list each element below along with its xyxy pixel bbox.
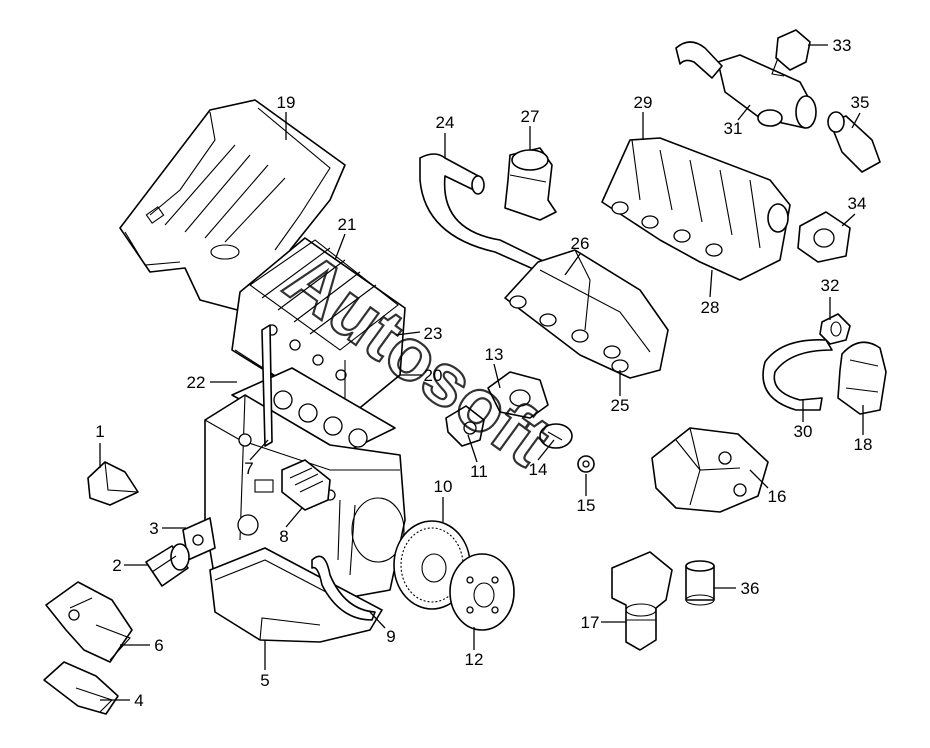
coolant-housing[interactable] (651, 427, 769, 513)
oil-pipe[interactable] (311, 555, 376, 621)
callout-1: 1 (95, 422, 104, 441)
callout-12: 12 (465, 650, 484, 669)
callout-13: 13 (485, 345, 504, 364)
oil-pump[interactable] (45, 581, 133, 663)
callout-36: 36 (741, 579, 760, 598)
boost-sensor[interactable] (771, 29, 811, 77)
egr-pipe[interactable] (419, 153, 546, 273)
intake-manifold[interactable] (601, 137, 791, 281)
callout-10: 10 (434, 477, 453, 496)
callout-31: 31 (724, 119, 743, 138)
callout-21: 21 (338, 215, 357, 234)
temperature-sensor[interactable] (577, 455, 595, 473)
oil-filter[interactable] (145, 543, 190, 587)
callout-8: 8 (279, 527, 288, 546)
callout-9: 9 (386, 627, 395, 646)
callout-32: 32 (821, 276, 840, 295)
callout-24: 24 (436, 113, 455, 132)
callout-19: 19 (277, 93, 296, 112)
thermostat-housing[interactable] (445, 405, 485, 447)
hose-fitting[interactable] (819, 313, 851, 345)
callout-26: 26 (571, 234, 590, 253)
callout-35: 35 (851, 93, 870, 112)
leader-lines (99, 44, 864, 701)
callout-25: 25 (611, 396, 630, 415)
callout-18: 18 (854, 435, 873, 454)
callout-17: 17 (581, 613, 600, 632)
callout-34: 34 (848, 194, 867, 213)
callout-29: 29 (634, 93, 653, 112)
callout-30: 30 (794, 422, 813, 441)
callout-28: 28 (701, 298, 720, 317)
callout-labels: 1 2 3 4 5 6 7 8 9 10 11 12 13 14 15 16 1… (95, 36, 872, 710)
oil-cooler[interactable] (281, 459, 331, 511)
dipstick-tube[interactable] (261, 324, 273, 447)
water-outlet[interactable] (487, 371, 549, 419)
callout-22: 22 (187, 373, 206, 392)
callout-3: 3 (149, 519, 158, 538)
outlet-cover[interactable] (797, 211, 851, 263)
callout-4: 4 (134, 691, 143, 710)
engine-cover[interactable] (119, 99, 346, 313)
callout-33: 33 (833, 36, 852, 55)
engine-mount[interactable] (87, 461, 139, 506)
callout-16: 16 (768, 487, 787, 506)
callout-2: 2 (112, 556, 121, 575)
head-gasket[interactable] (231, 367, 396, 456)
intake-pipe[interactable] (675, 41, 817, 129)
thermostat[interactable] (539, 423, 573, 449)
callout-27: 27 (521, 107, 540, 126)
egr-valve[interactable] (504, 147, 557, 221)
exhaust-manifold[interactable] (504, 249, 669, 379)
callout-15: 15 (577, 496, 596, 515)
callout-14: 14 (529, 460, 548, 479)
thermostat-housing-2[interactable] (837, 341, 887, 415)
callout-6: 6 (154, 636, 163, 655)
callout-23: 23 (424, 324, 443, 343)
callout-11: 11 (470, 462, 488, 481)
coolant-hose[interactable] (762, 339, 833, 411)
callout-7: 7 (244, 459, 253, 478)
elbow-pipe[interactable] (827, 111, 881, 173)
clutch-plate[interactable] (449, 553, 515, 631)
callout-20: 20 (424, 366, 443, 385)
fuel-filter-element[interactable] (685, 560, 715, 606)
callout-5: 5 (260, 671, 269, 690)
pump-cover[interactable] (43, 661, 119, 715)
fuel-filter-assembly[interactable] (611, 551, 673, 651)
